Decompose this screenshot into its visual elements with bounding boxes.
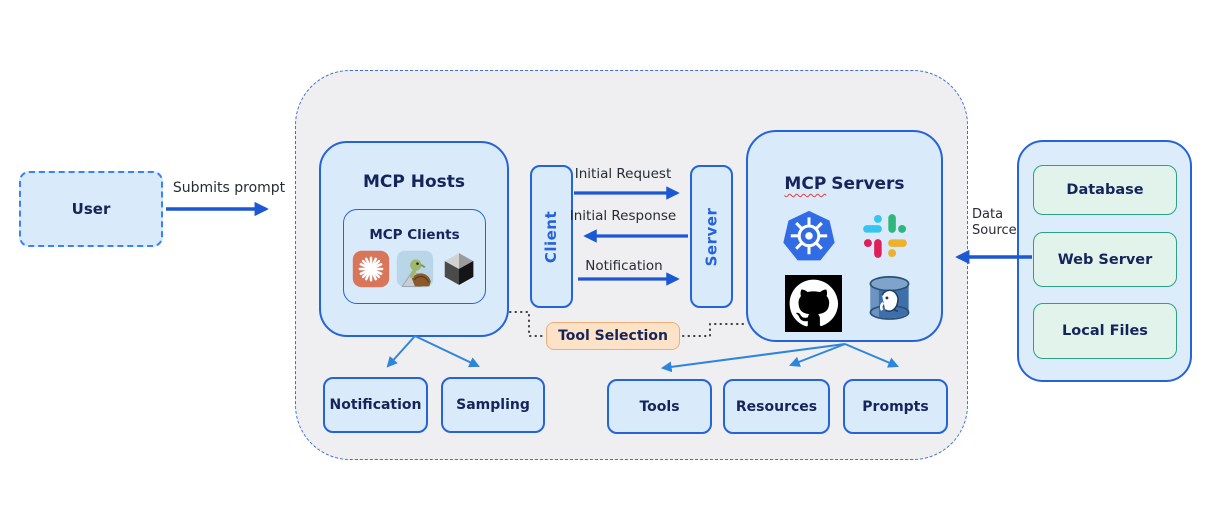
submits-prompt-label: Submits prompt: [172, 180, 286, 196]
notification-edge-label: Notification: [585, 258, 663, 274]
client-box: Client: [530, 165, 573, 308]
initial-request-label: Initial Request: [574, 166, 672, 182]
mcp-hosts-title: MCP Hosts: [362, 172, 466, 192]
mcp-clients-title: MCP Clients: [369, 227, 460, 243]
user-box: User: [19, 171, 163, 247]
tools-label: Tools: [639, 398, 680, 415]
mcp-servers-title-rest: Servers: [831, 174, 905, 194]
tools-box: Tools: [607, 379, 712, 434]
github-icon: [785, 275, 842, 336]
local-files-label: Local Files: [1062, 323, 1148, 339]
slack-icon: [860, 211, 910, 265]
notification-label: Notification: [329, 397, 422, 413]
web-server-box: Web Server: [1033, 232, 1177, 287]
resources-box: Resources: [723, 379, 830, 434]
mcp-servers-box: [746, 130, 943, 342]
resources-label: Resources: [735, 398, 818, 415]
mcp-clients-icons: [352, 250, 478, 290]
sampling-label: Sampling: [456, 397, 530, 413]
tool-selection-box: Tool Selection: [546, 322, 680, 350]
database-label: Database: [1066, 182, 1144, 198]
sampling-box: Sampling: [441, 377, 545, 433]
turtle-reader-icon: [396, 250, 434, 288]
cursor-cube-icon: [440, 250, 478, 288]
user-label: User: [71, 200, 111, 218]
initial-response-label: Initial Response: [569, 208, 677, 224]
kubernetes-icon: [781, 209, 837, 269]
database-box: Database: [1033, 165, 1177, 215]
prompts-box: Prompts: [843, 379, 948, 434]
server-box: Server: [690, 165, 733, 308]
tool-selection-label: Tool Selection: [558, 328, 668, 344]
notification-box: Notification: [323, 377, 428, 433]
client-label: Client: [542, 210, 561, 263]
server-label: Server: [702, 207, 721, 266]
web-server-label: Web Server: [1057, 251, 1153, 268]
local-files-box: Local Files: [1033, 303, 1177, 359]
mcp-servers-title-word: MCP: [784, 174, 827, 194]
data-source-label: Data Source: [972, 207, 1017, 238]
claude-icon: [352, 250, 390, 288]
prompts-label: Prompts: [862, 398, 929, 415]
postgresql-icon: [864, 272, 915, 327]
